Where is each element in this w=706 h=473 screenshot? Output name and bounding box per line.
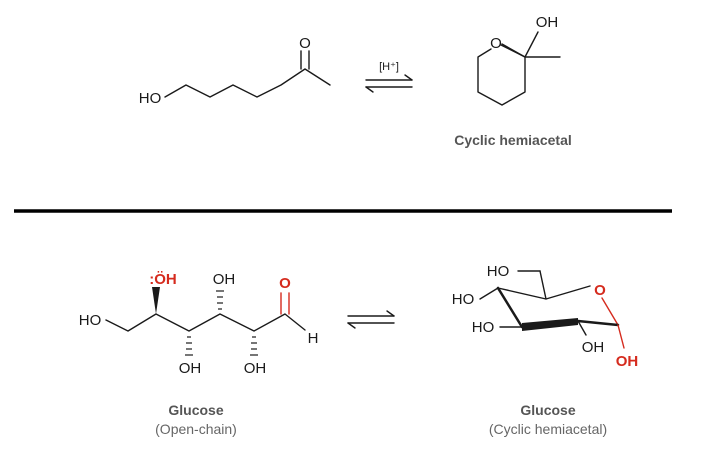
anomeric-oh-label-cyclic: OH <box>616 353 639 370</box>
cyclic-caption-title: Glucose <box>520 402 575 418</box>
ring-front-bold-edge <box>522 318 578 331</box>
c3-ho-label-cyclic: HO <box>472 319 495 336</box>
c4-hash-bond <box>216 290 224 310</box>
ring-o-anomeric-bond <box>601 297 619 326</box>
c3-oh-label: OH <box>179 360 202 377</box>
bottom-forward-arrow-head <box>386 310 395 317</box>
ring-right-edge <box>576 319 620 327</box>
reactant-carbonyl-o-label: O <box>299 35 311 52</box>
ring-o-label-cyclic: O <box>594 282 606 299</box>
aldehyde-o-label: O <box>279 275 291 292</box>
c5-c6-bond <box>539 270 547 300</box>
anomeric-oh-bond-cyclic <box>617 324 625 349</box>
bottom-reverse-arrow-head <box>347 322 356 329</box>
c2-hash-bond <box>250 336 258 356</box>
product-cyclic-hemiacetal: O OH Cyclic hemiacetal <box>454 14 572 148</box>
ring-o-c1-bond <box>500 44 526 58</box>
reactant-hydroxy-ketone: HO O <box>139 35 331 107</box>
ring-left-edge <box>496 286 524 329</box>
c2-oh-label: OH <box>244 360 267 377</box>
glucose-carbon-chain <box>105 313 306 332</box>
c4-oh-bond <box>479 287 499 300</box>
equilibrium-arrows-bottom <box>347 310 395 329</box>
c2-oh-bond <box>577 320 587 336</box>
forward-arrow-head <box>404 74 413 81</box>
open-chain-caption-sub: (Open-chain) <box>155 421 237 437</box>
c6-ho-label: HO <box>79 312 102 329</box>
anomeric-oh-bond <box>524 31 539 58</box>
cyclic-glucose: O HO HO HO OH OH Glucose (Cyclic hemiace… <box>452 263 639 437</box>
c4-ho-label-cyclic: HO <box>452 291 475 308</box>
reverse-arrow-head <box>365 86 374 93</box>
cyclic-hemiacetal-caption: Cyclic hemiacetal <box>454 132 572 148</box>
aldehyde-h-label: H <box>308 330 319 347</box>
c3-hash-bond <box>185 336 193 356</box>
cyclic-caption-sub: (Cyclic hemiacetal) <box>489 421 607 437</box>
ring-o-label: O <box>490 35 502 52</box>
open-chain-caption-title: Glucose <box>168 402 223 418</box>
reactant-carbon-chain <box>164 68 331 98</box>
reactant-ho-label: HO <box>139 90 162 107</box>
equilibrium-arrows-top: [H⁺] <box>365 61 413 93</box>
anomeric-oh-label: OH <box>536 14 559 31</box>
open-chain-glucose: HO :ÖH OH OH OH <box>79 271 319 437</box>
c4-oh-label: OH <box>213 271 236 288</box>
catalyst-label: [H⁺] <box>379 61 399 73</box>
c5-oh-label: :ÖH <box>149 271 177 288</box>
c2-oh-label-cyclic: OH <box>582 339 605 356</box>
c5-wedge-bond <box>152 287 160 314</box>
c6-ho-label-cyclic: HO <box>487 263 510 280</box>
